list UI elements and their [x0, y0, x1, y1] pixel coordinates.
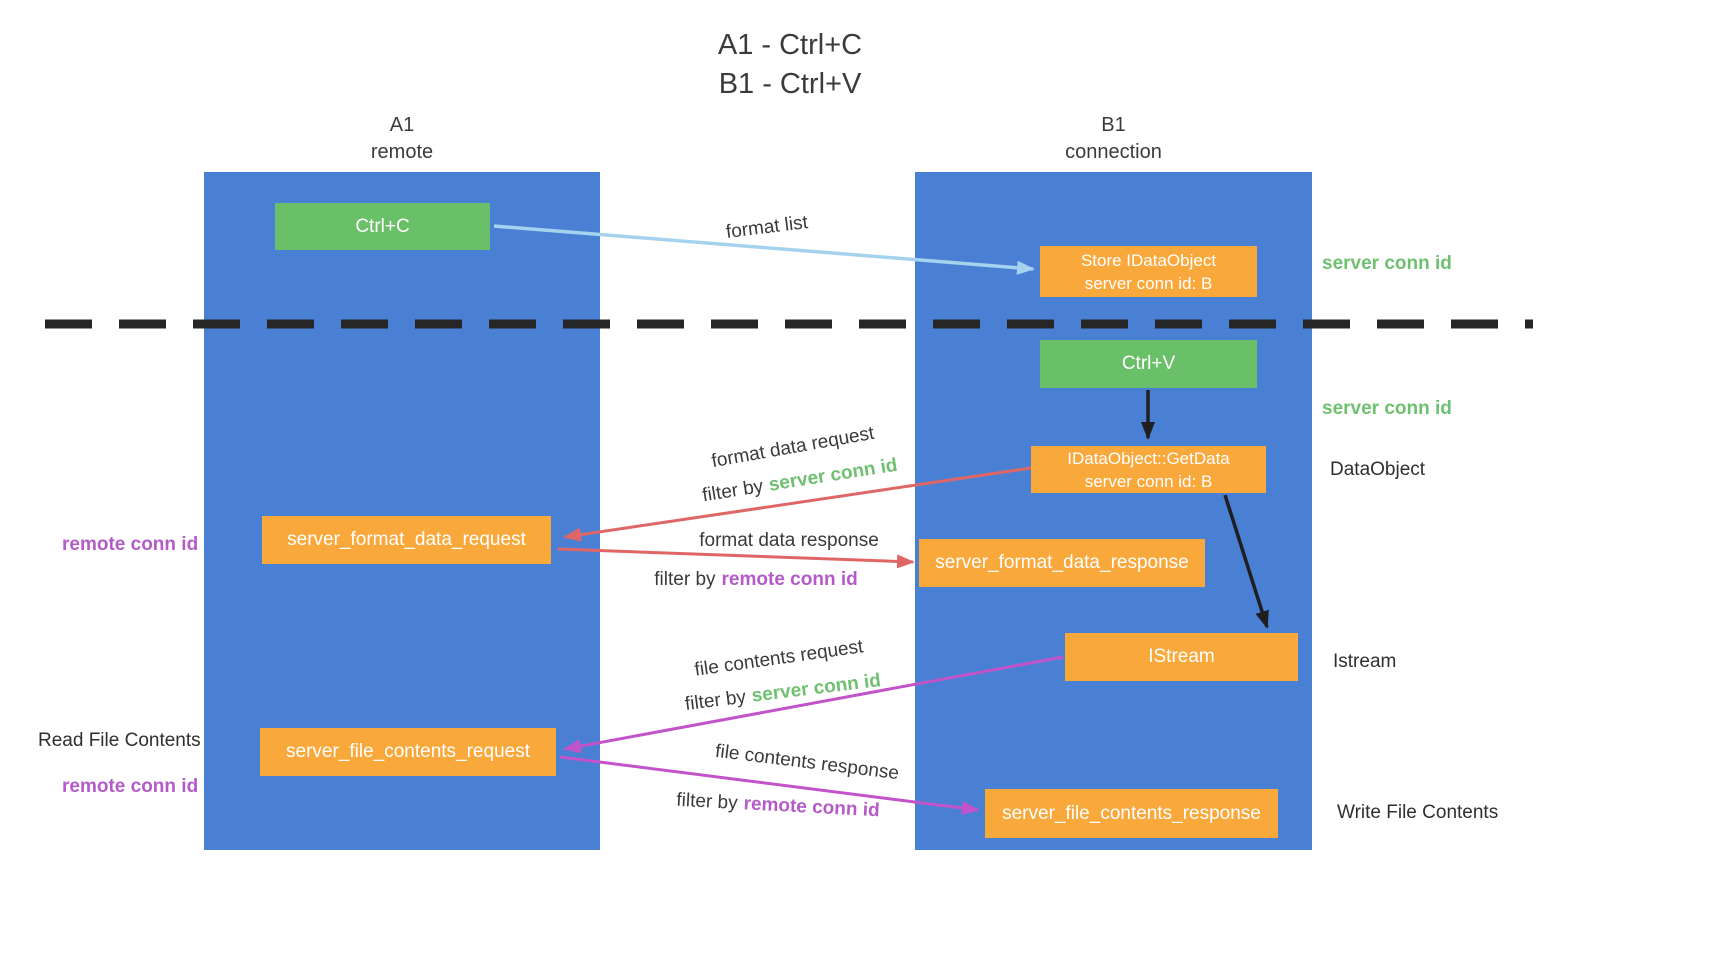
node-server-file-contents-request-label: server_file_contents_request	[286, 741, 530, 762]
diagram-title: A1 - Ctrl+C B1 - Ctrl+V	[600, 26, 980, 104]
node-server-format-data-request: server_format_data_request	[262, 516, 551, 564]
node-idataobject-getdata-line2: server conn id: B	[1084, 471, 1213, 491]
node-server-format-data-response-label: server_format_data_response	[935, 552, 1189, 573]
annotation-server-conn-id-1: server conn id	[1322, 253, 1452, 274]
lane-b1-subtitle: connection	[1065, 141, 1162, 163]
node-server-file-contents-response-label: server_file_contents_response	[1002, 802, 1261, 824]
lane-a1-subtitle: remote	[370, 141, 434, 163]
node-idataobject-getdata: IDataObject::GetData server conn id: B	[1031, 446, 1266, 493]
node-idataobject-getdata-line1: IDataObject::GetData	[1067, 448, 1230, 468]
node-ctrl-v: Ctrl+V	[1040, 340, 1257, 388]
node-ctrl-v-label: Ctrl+V	[1121, 353, 1176, 374]
lane-a1-header: A1 remote	[204, 112, 600, 166]
filter-by-text: filter by	[700, 475, 765, 507]
filter-by-text: filter by	[675, 789, 739, 814]
annotation-remote-conn-id-2: remote conn id	[62, 776, 199, 797]
annotation-remote-conn-id-1: remote conn id	[62, 534, 199, 555]
node-ctrl-c-label: Ctrl+C	[355, 215, 410, 237]
annotation-dataobject: DataObject	[1330, 459, 1426, 480]
annotation-read-file-contents: Read File Contents	[38, 730, 201, 751]
lane-b1-title: B1	[1101, 114, 1126, 136]
node-store-idataobject: Store IDataObject server conn id: B	[1040, 246, 1257, 297]
node-istream-label: IStream	[1148, 646, 1215, 667]
server-conn-id-text: server conn id	[750, 670, 883, 707]
node-server-format-data-response: server_format_data_response	[919, 539, 1205, 587]
server-conn-id-text: server conn id	[767, 454, 899, 496]
annotation-istream: Istream	[1333, 651, 1397, 672]
node-server-format-data-request-label: server_format_data_request	[287, 529, 526, 550]
edge-label-format-list: format list	[724, 212, 810, 243]
filter-by-text: filter by	[654, 569, 716, 590]
node-istream: IStream	[1065, 633, 1298, 681]
remote-conn-id-text: remote conn id	[721, 569, 858, 590]
lane-a1-title: A1	[389, 114, 415, 136]
node-store-idataobject-line2: server conn id: B	[1084, 273, 1213, 293]
node-server-file-contents-request: server_file_contents_request	[260, 728, 556, 776]
remote-conn-id-text: remote conn id	[743, 793, 881, 822]
diagram-title-line1: A1 - Ctrl+C	[717, 29, 863, 61]
diagram-title-line2: B1 - Ctrl+V	[718, 68, 862, 100]
node-server-file-contents-response: server_file_contents_response	[985, 789, 1278, 838]
lane-b1-header: B1 connection	[915, 112, 1312, 166]
filter-by-text: filter by	[683, 686, 748, 715]
node-store-idataobject-line1: Store IDataObject	[1080, 250, 1217, 270]
annotation-server-conn-id-2: server conn id	[1322, 398, 1452, 419]
annotation-write-file-contents: Write File Contents	[1337, 802, 1499, 823]
node-ctrl-c: Ctrl+C	[275, 203, 490, 250]
edge-label-format-data-response: format data response	[699, 530, 879, 551]
edge-label-file-contents-response: file contents response	[714, 740, 901, 785]
